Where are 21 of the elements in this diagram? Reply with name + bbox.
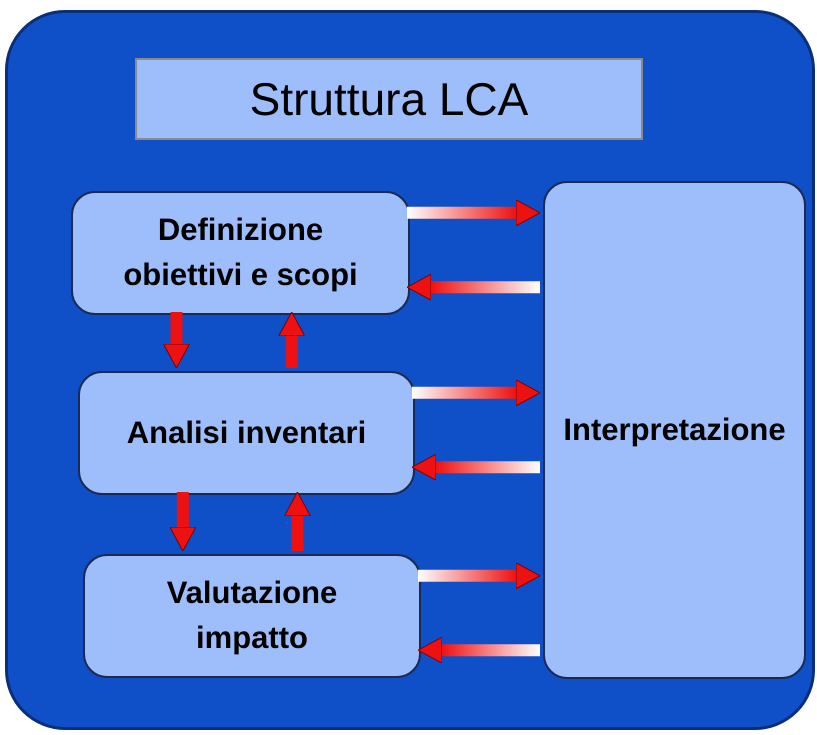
arrow	[412, 454, 540, 481]
arrow	[406, 274, 540, 301]
box-label: Definizione obiettivi e scopi	[122, 211, 359, 294]
arrow	[412, 379, 540, 406]
title-text: Struttura LCA	[250, 72, 528, 126]
arrow	[407, 199, 540, 226]
box-label: Interpretazione	[563, 410, 786, 449]
box-label: Valutazione impatto	[166, 574, 338, 657]
process-box	[83, 554, 421, 678]
arrow	[162, 312, 190, 368]
arrow	[278, 312, 306, 368]
arrow	[418, 562, 540, 590]
arrow	[284, 492, 311, 551]
process-box	[78, 371, 415, 495]
panel-background	[5, 10, 815, 730]
title-box	[135, 58, 643, 140]
box-label: Analisi inventari	[126, 414, 366, 452]
process-box	[543, 181, 806, 679]
process-box	[71, 191, 410, 315]
arrow	[418, 636, 540, 664]
arrow	[169, 492, 196, 552]
